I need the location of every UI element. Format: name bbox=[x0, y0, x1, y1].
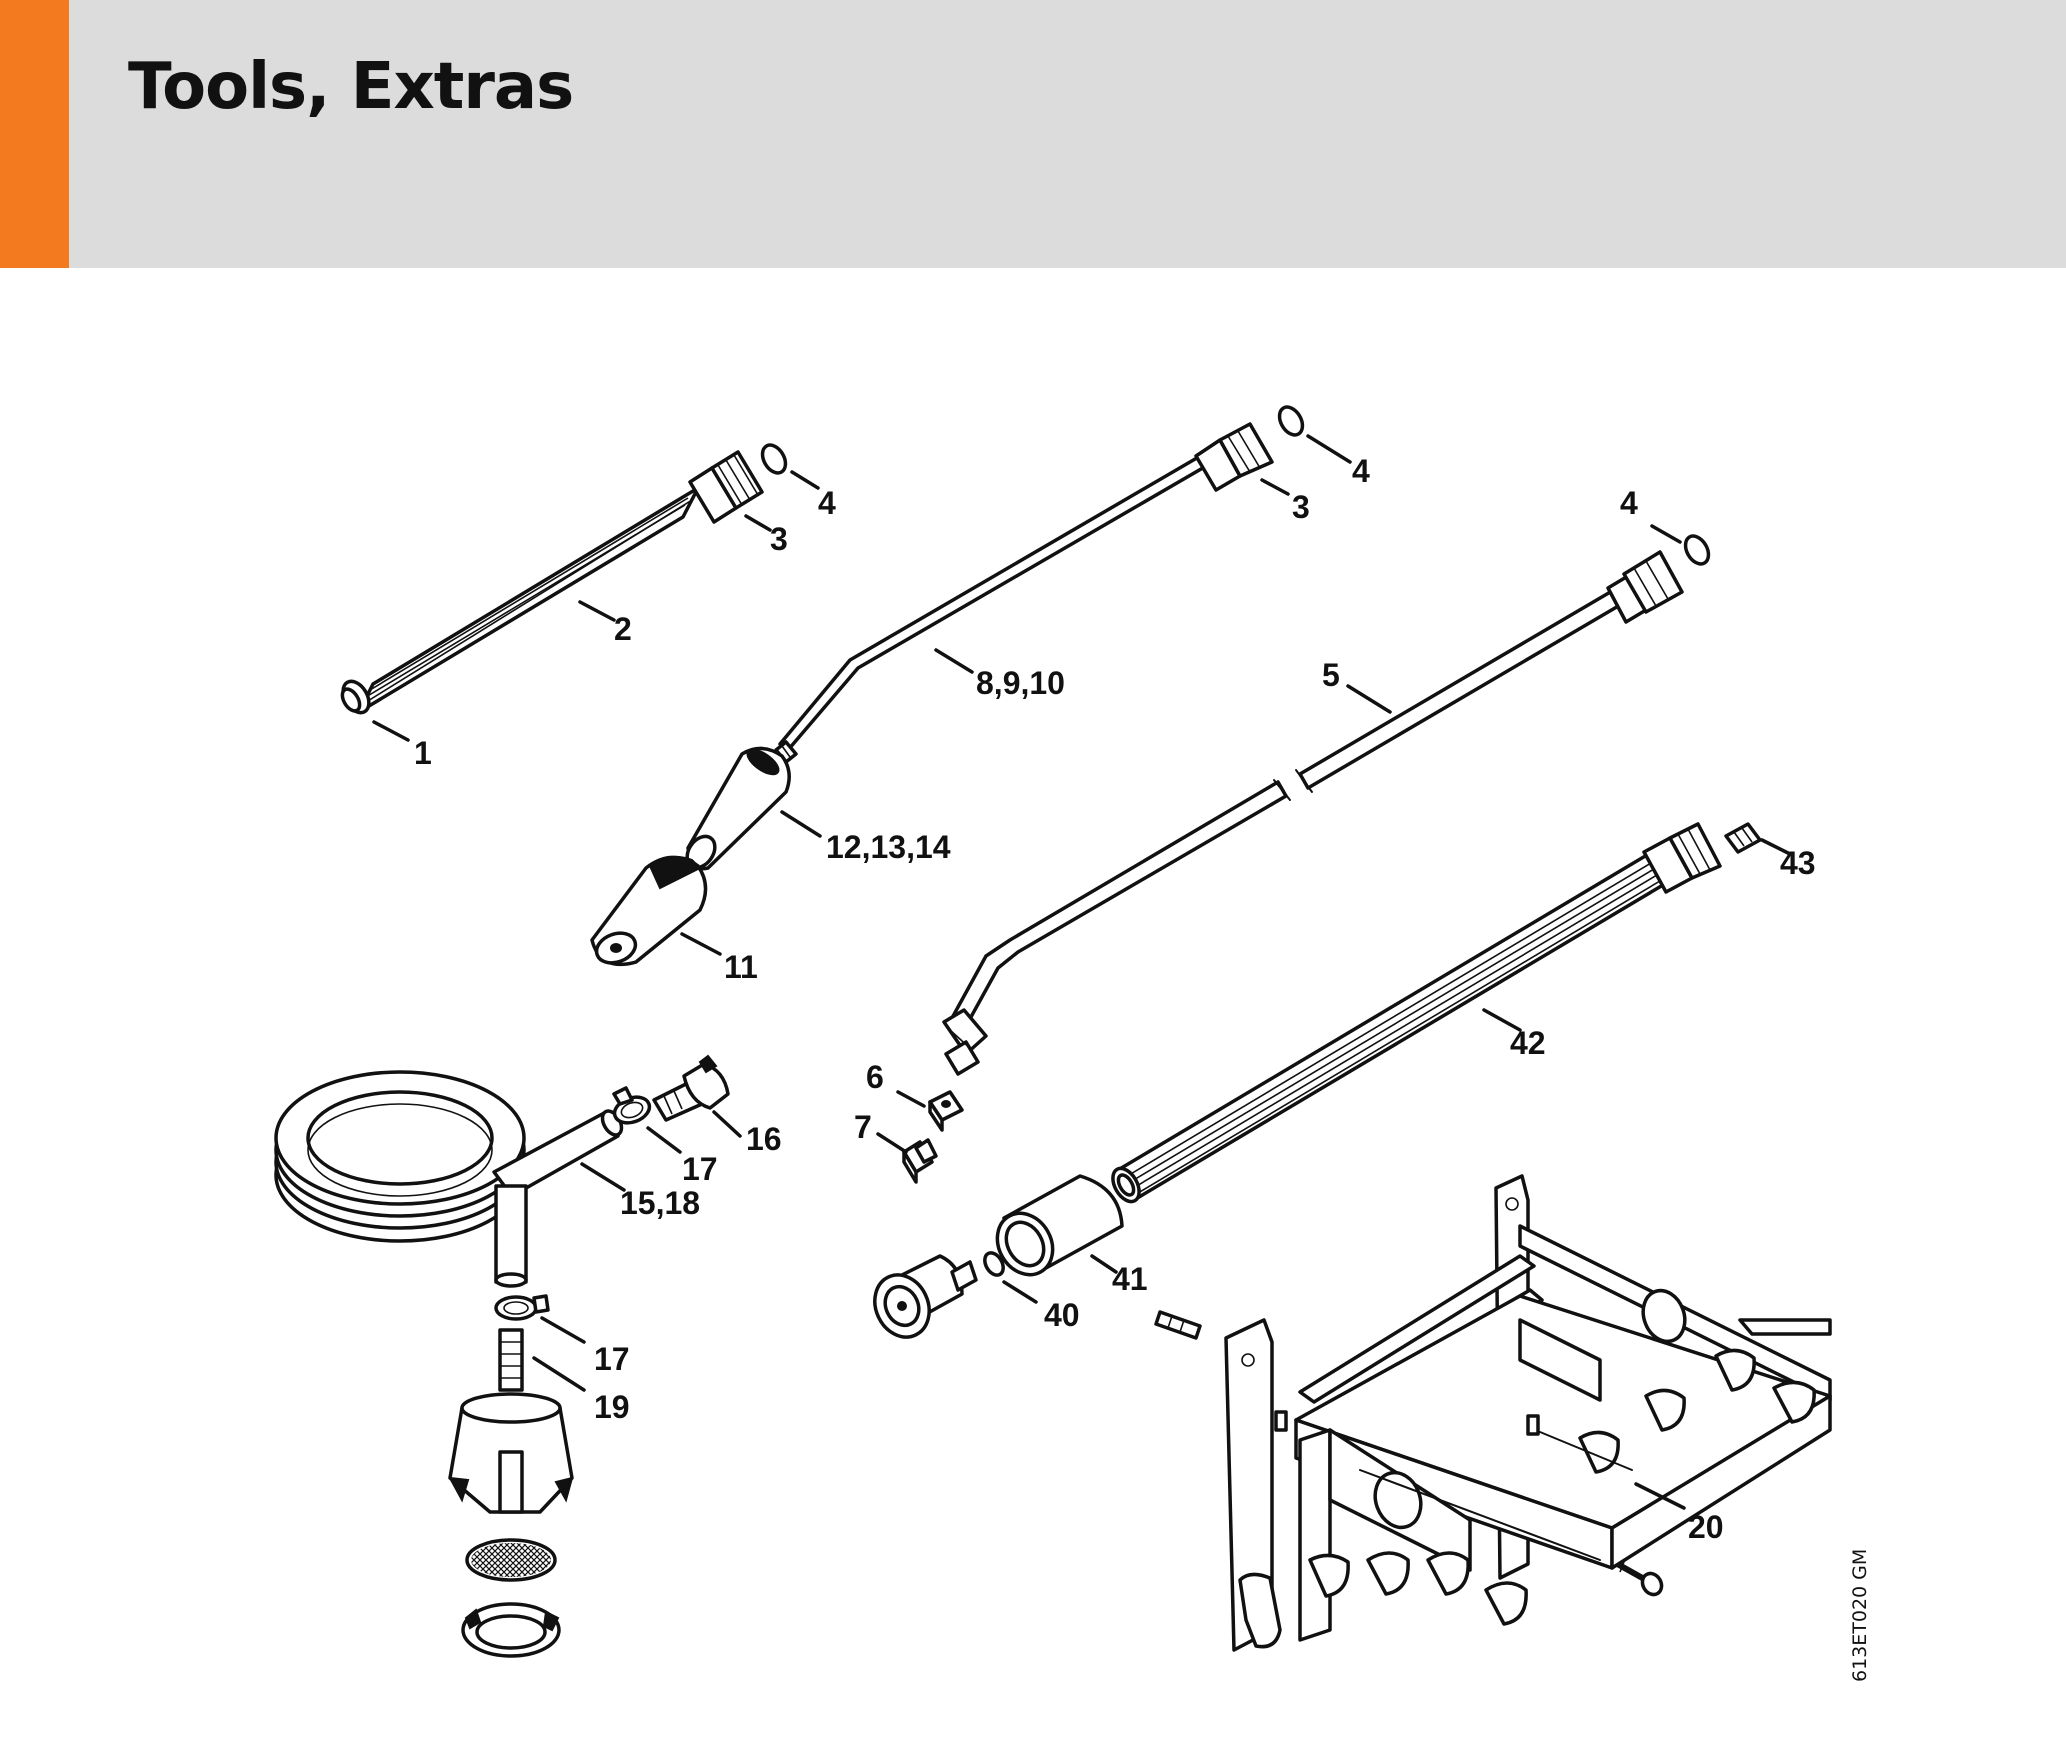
callout-11: 11 bbox=[724, 949, 758, 985]
part-11-nozzle-cap bbox=[590, 855, 708, 967]
part-42-extension-tube bbox=[1111, 822, 1722, 1204]
part-5-long-bent-lance bbox=[942, 550, 1684, 1076]
part-7-fitting bbox=[902, 1138, 938, 1184]
callout-3: 3 bbox=[770, 521, 788, 557]
callout-4: 4 bbox=[1352, 453, 1370, 489]
callout-3: 3 bbox=[1292, 489, 1310, 525]
callout-15-18: 15,18 bbox=[620, 1185, 700, 1221]
part-6-nut bbox=[928, 1090, 964, 1132]
part-20-wall-bracket bbox=[1224, 1174, 1832, 1652]
callout-12-13-14: 12,13,14 bbox=[826, 829, 951, 865]
part-4-o-ring bbox=[1277, 405, 1305, 437]
header-band: Tools, Extras bbox=[0, 0, 2066, 268]
callout-1: 1 bbox=[414, 735, 432, 771]
callout-6: 6 bbox=[866, 1059, 884, 1095]
part-4-o-ring bbox=[1683, 534, 1711, 566]
part-4-o-ring bbox=[760, 443, 788, 475]
drawing-code: 613ET020 GM bbox=[1849, 1549, 1871, 1682]
part-15-18-coiled-hose bbox=[274, 1070, 624, 1288]
part-17-hose-clamp bbox=[494, 1294, 550, 1321]
part-8-9-10-bent-lance bbox=[774, 422, 1274, 764]
callout-4: 4 bbox=[818, 485, 836, 521]
orange-accent-bar bbox=[0, 0, 69, 268]
part-12-13-14-nozzle bbox=[685, 746, 791, 871]
callout-17: 17 bbox=[594, 1341, 630, 1377]
callout-labels: 1 2 3 4 3 4 8,9,10 4 5 12,13,14 11 43 42… bbox=[414, 453, 1816, 1545]
callout-7: 7 bbox=[854, 1109, 872, 1145]
callout-5: 5 bbox=[1322, 657, 1340, 693]
part-40-coupling bbox=[873, 1251, 1005, 1339]
callout-17: 17 bbox=[682, 1151, 718, 1187]
callout-4: 4 bbox=[1620, 485, 1638, 521]
wall-plug bbox=[1154, 1310, 1202, 1340]
part-2-straight-lance bbox=[340, 450, 764, 715]
part-41-sleeve bbox=[995, 1174, 1124, 1277]
callout-43: 43 bbox=[1780, 845, 1816, 881]
callout-19: 19 bbox=[594, 1389, 630, 1425]
callout-20: 20 bbox=[1688, 1509, 1724, 1545]
page-title: Tools, Extras bbox=[128, 50, 574, 124]
part-17-hose-clamp bbox=[612, 1086, 652, 1125]
part-19-suction-filter bbox=[448, 1328, 574, 1658]
part-43-adapter bbox=[1724, 822, 1762, 854]
leader-lines bbox=[372, 434, 1792, 1510]
callout-8-9-10: 8,9,10 bbox=[976, 665, 1065, 701]
callout-2: 2 bbox=[614, 611, 632, 647]
callout-40: 40 bbox=[1044, 1297, 1080, 1333]
part-16-hose-connector bbox=[652, 1054, 730, 1122]
callout-41: 41 bbox=[1112, 1261, 1148, 1297]
callout-16: 16 bbox=[746, 1121, 782, 1157]
callout-42: 42 bbox=[1510, 1025, 1546, 1061]
